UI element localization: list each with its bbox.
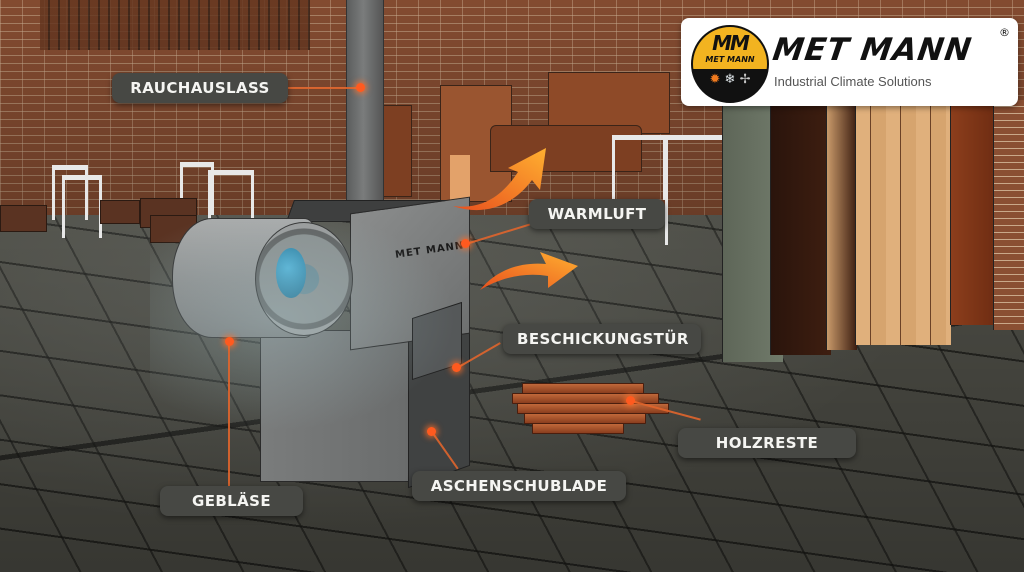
label-holzreste: HOLZRESTE bbox=[678, 428, 856, 458]
registered-mark: ® bbox=[999, 26, 1010, 39]
red-wood-panel bbox=[950, 100, 996, 325]
logo-emblem: MM MET MANN ✹ ❄ ✢ bbox=[691, 25, 769, 103]
stool bbox=[52, 165, 88, 220]
emblem-top bbox=[693, 27, 767, 69]
label-aschenschublade: ASCHENSCHUBLADE bbox=[412, 471, 626, 501]
label-geblaese: GEBLÄSE bbox=[160, 486, 303, 516]
label-beschickungstuer: BESCHICKUNGSTÜR bbox=[503, 324, 701, 354]
emblem-name: MET MANN bbox=[705, 55, 755, 64]
sun-icon: ✹ bbox=[709, 72, 721, 87]
leader-rauchauslass bbox=[285, 87, 360, 89]
leader-geblaese bbox=[228, 343, 230, 488]
stool bbox=[180, 162, 214, 215]
stool bbox=[62, 175, 102, 238]
warm-air-arrow-icon bbox=[453, 148, 546, 211]
wooden-crate bbox=[100, 200, 140, 224]
background-chair bbox=[380, 105, 412, 197]
logo-title: MET MANN bbox=[770, 32, 975, 68]
dark-wood-panel bbox=[770, 100, 831, 355]
callout-dot-rauchauslass bbox=[356, 83, 365, 92]
snowflake-icon: ❄ bbox=[724, 72, 736, 87]
white-table bbox=[612, 135, 666, 200]
wall-tool-rack bbox=[40, 0, 310, 50]
wooden-crate bbox=[0, 205, 47, 232]
light-wood-panel bbox=[855, 100, 951, 345]
stool bbox=[208, 170, 254, 223]
emblem-icons: ✹ ❄ ✢ bbox=[693, 73, 767, 87]
white-table bbox=[665, 135, 726, 245]
fan-hub-icon bbox=[276, 248, 306, 298]
warm-air-arrow-icon bbox=[480, 252, 578, 290]
chimney-pipe bbox=[346, 0, 384, 205]
emblem-letters: MM bbox=[712, 31, 750, 55]
callout-dot-beschickungstuer bbox=[452, 363, 461, 372]
logo-subtitle: Industrial Climate Solutions bbox=[774, 74, 932, 89]
callout-dot-geblaese bbox=[225, 337, 234, 346]
callout-dot-aschenschublade bbox=[427, 427, 436, 436]
brick-column bbox=[993, 100, 1024, 330]
label-rauchauslass: RAUCHAUSLASS bbox=[112, 73, 288, 103]
label-warmluft: WARMLUFT bbox=[529, 199, 665, 229]
met-mann-logo: MM MET MANN ✹ ❄ ✢ MET MANN ® Industrial … bbox=[681, 18, 1018, 106]
fan-icon: ✢ bbox=[739, 72, 751, 87]
wood-scrap-pile bbox=[512, 375, 669, 435]
callout-dot-holzreste bbox=[626, 396, 635, 405]
dark-wood-panel bbox=[826, 100, 857, 350]
heater-base bbox=[260, 330, 412, 482]
callout-dot-warmluft bbox=[461, 239, 470, 248]
